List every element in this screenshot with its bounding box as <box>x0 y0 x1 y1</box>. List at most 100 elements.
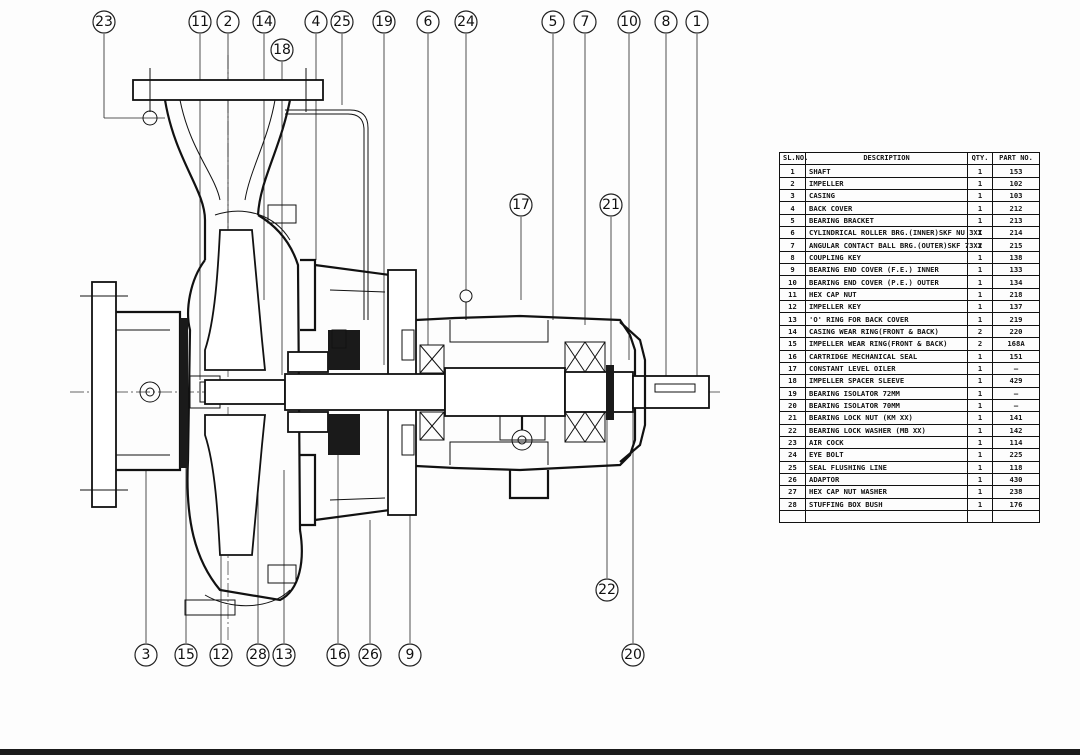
balloon-circle <box>398 643 422 667</box>
cell-qty: 1 <box>967 448 993 462</box>
cell-qty: 1 <box>967 460 993 474</box>
balloon-circle <box>595 578 619 602</box>
cell-qty: 1 <box>967 300 993 314</box>
balloon-circle <box>270 38 294 62</box>
cell-sl-no: 27 <box>779 485 806 499</box>
cell-part-no: 102 <box>992 176 1040 191</box>
bearing-end-cover <box>619 321 647 463</box>
balloon-11: 11 <box>188 10 212 34</box>
balloon-label: 7 <box>581 14 590 30</box>
cell-sl-no: 12 <box>779 300 806 314</box>
cell-qty: 1 <box>967 287 993 302</box>
cell-sl-no: 9 <box>779 263 806 277</box>
balloon-label: 15 <box>177 647 195 663</box>
cell-qty: 1 <box>967 164 993 178</box>
cell-sl-no: 7 <box>779 238 806 252</box>
balloon-label: 20 <box>624 647 642 663</box>
balloon-circle <box>304 10 328 34</box>
cell-part-no: 429 <box>992 374 1040 388</box>
cell-qty: 1 <box>967 176 993 191</box>
balloon-label: 26 <box>361 647 379 663</box>
balloon-circle <box>599 193 623 217</box>
cell-description: HEX CAP NUT <box>805 287 968 302</box>
cell-description: CASING <box>805 189 968 203</box>
balloon-label: 12 <box>212 647 230 663</box>
balloon-circle <box>685 10 709 34</box>
cell-qty: 1 <box>967 213 993 228</box>
balloon-label: 5 <box>549 14 558 30</box>
table-row <box>779 509 1040 524</box>
cell-sl-no: 2 <box>779 176 806 191</box>
balloon-circle <box>92 10 116 34</box>
cell-description: BEARING LOCK NUT (KM XX) <box>805 411 968 425</box>
cell-qty: 2 <box>967 324 993 339</box>
cell-qty: 1 <box>967 472 993 487</box>
cell-sl-no: 17 <box>779 361 806 376</box>
cell-sl-no: 20 <box>779 398 806 413</box>
cell-description: CONSTANT LEVEL OILER <box>805 361 968 376</box>
cell-sl-no: 22 <box>779 423 806 437</box>
air-cock-icon <box>142 110 158 126</box>
seal-flushing-line <box>285 109 369 320</box>
casing-volute <box>184 204 303 616</box>
balloon-8: 8 <box>654 10 678 34</box>
balloon-circle <box>573 10 597 34</box>
balloon-label: 1 <box>693 14 702 30</box>
cell-qty: 1 <box>967 349 993 363</box>
discharge-flange <box>132 68 324 260</box>
cell-part-no: 214 <box>992 226 1040 240</box>
cell-description: IMPELLER KEY <box>805 300 968 314</box>
cell-qty: 1 <box>967 485 993 499</box>
cell-sl-no: 8 <box>779 250 806 265</box>
balloon-circle <box>272 643 296 667</box>
cell-description: IMPELLER <box>805 176 968 191</box>
balloon-21: 21 <box>599 193 623 217</box>
header-sl-no: SL.NO. <box>779 151 808 166</box>
cell-description: IMPELLER WEAR RING(FRONT & BACK) <box>805 337 968 351</box>
balloon-2: 2 <box>216 10 240 34</box>
impeller <box>180 229 266 556</box>
balloon-circle <box>617 10 641 34</box>
header-part-no: PART NO. <box>992 151 1040 166</box>
cell-part-no <box>992 509 1040 524</box>
balloon-circle <box>134 643 158 667</box>
cell-part-no: 141 <box>992 411 1040 425</box>
cell-qty: 1 <box>967 250 993 265</box>
balloon-label: 16 <box>329 647 347 663</box>
balloon-13: 13 <box>272 643 296 667</box>
cell-description: BEARING BRACKET <box>805 213 968 228</box>
cell-sl-no: 25 <box>779 460 806 474</box>
cell-part-no: 176 <box>992 497 1040 511</box>
cell-part-no: 219 <box>992 312 1040 326</box>
balloon-24: 24 <box>454 10 478 34</box>
cell-qty: 1 <box>967 497 993 511</box>
balloon-26: 26 <box>358 643 382 667</box>
cell-part-no: 218 <box>992 287 1040 302</box>
cell-qty: 1 <box>967 398 993 413</box>
cell-part-no: 103 <box>992 189 1040 203</box>
cell-description: AIR COCK <box>805 435 968 450</box>
cell-part-no: 212 <box>992 201 1040 215</box>
cell-qty: 1 <box>967 423 993 437</box>
balloon-label: 8 <box>662 14 671 30</box>
balloon-label: 4 <box>312 14 321 30</box>
cell-part-no: 220 <box>992 324 1040 339</box>
cell-description: SEAL FLUSHING LINE <box>805 460 968 474</box>
balloon-14: 14 <box>252 10 276 34</box>
cell-sl-no: 5 <box>779 213 806 228</box>
cell-description: BACK COVER <box>805 201 968 215</box>
